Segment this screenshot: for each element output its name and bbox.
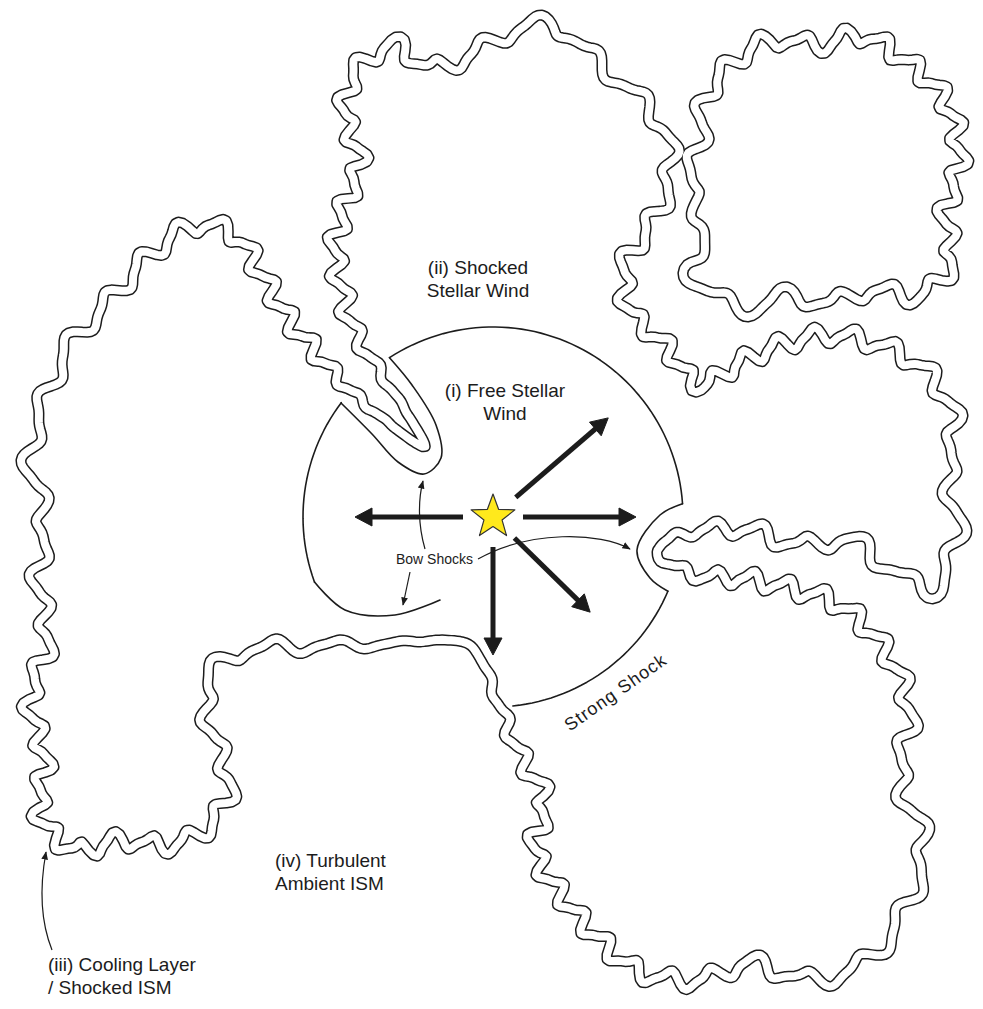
strong-shock-arc <box>513 591 668 706</box>
callout-label: Bow Shocks <box>396 551 473 568</box>
wind-arrow-head <box>572 594 590 612</box>
wind-arrow-shaft <box>523 515 622 520</box>
region-label: (iv) Turbulent Ambient ISM <box>275 850 391 896</box>
wind-arrow-shaft <box>369 515 463 520</box>
wind-arrow-shaft <box>491 547 496 641</box>
wind-arrow-head <box>619 508 636 526</box>
label-box: (ii) Shocked Stellar Wind <box>425 257 532 303</box>
label-box: (i) Free Stellar Wind <box>443 380 568 426</box>
region-label: (iii) Cooling Layer / Shocked ISM <box>48 954 200 1000</box>
region-label: (ii) Shocked Stellar Wind <box>425 257 532 303</box>
bow-shock <box>315 582 441 616</box>
bow-shock <box>637 504 683 592</box>
callout-label: Strong Shock <box>561 650 672 737</box>
wind-arrow-shaft <box>514 538 580 602</box>
leader-arrow <box>478 537 630 559</box>
cooling-layer <box>21 15 969 990</box>
leader-arrow <box>419 481 425 549</box>
cooling-layer-inner-edge <box>21 15 967 990</box>
wind-termination-shock <box>303 327 683 706</box>
leader-lines <box>42 481 630 950</box>
label-box: Strong Shock <box>561 650 672 737</box>
wind-arrows <box>355 418 636 655</box>
wind-arrow-head <box>484 638 502 655</box>
star-symbol <box>471 494 515 536</box>
shock-arc <box>303 403 341 582</box>
label-box: (iv) Turbulent Ambient ISM <box>275 850 391 896</box>
leader-arrow <box>42 852 52 950</box>
region-label: (i) Free Stellar Wind <box>443 380 568 426</box>
leader-arrow <box>403 572 410 605</box>
shock-arc <box>390 327 683 504</box>
wind-arrow-head <box>589 418 608 436</box>
bow-shock <box>341 358 442 474</box>
cooling-layer-outer-edge <box>683 28 969 317</box>
label-box: Bow Shocks <box>396 551 473 568</box>
cooling-layer-inner-edge <box>683 28 969 317</box>
label-box: (iii) Cooling Layer / Shocked ISM <box>48 954 200 1000</box>
cooling-layer-outer-edge <box>21 15 967 990</box>
wind-arrow-shaft <box>516 427 598 497</box>
wind-arrow-head <box>355 508 372 526</box>
